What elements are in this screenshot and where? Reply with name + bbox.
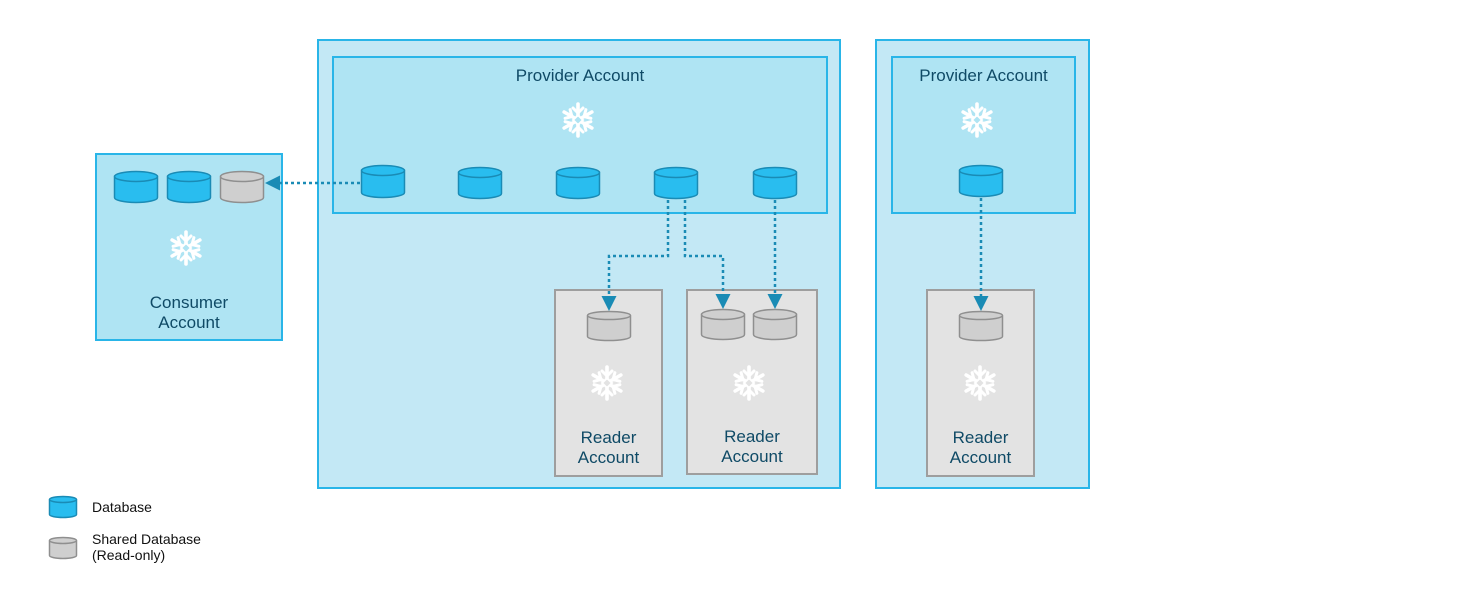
database-icon: [166, 170, 212, 204]
legend-database-label: Database: [92, 499, 152, 515]
database-icon: [113, 170, 159, 204]
shared-database-icon: [700, 308, 746, 341]
provider-account-2-label: Provider Account: [919, 66, 1048, 85]
reader-account-2-label-line1: Reader: [724, 427, 780, 446]
provider-account-1: Provider Account: [332, 56, 828, 214]
provider-account-1-label: Provider Account: [515, 66, 645, 85]
database-icon: [555, 166, 601, 200]
database-icon: [360, 164, 406, 199]
reader-account-3-label-line1: Reader: [952, 428, 1009, 447]
shared-database-icon: [958, 310, 1004, 342]
reader-account-1-label-line1: Reader: [580, 428, 637, 447]
consumer-account-label-line2: Account: [158, 313, 220, 332]
legend-shared-database-icon: [48, 536, 78, 560]
database-icon: [958, 164, 1004, 198]
shared-database-icon: [586, 310, 632, 342]
snowflake-icon: [962, 365, 998, 406]
reader-account-3-label-line2: Account: [949, 448, 1012, 467]
consumer-account-label: Consumer Account: [97, 293, 281, 333]
reader-account-2-label-line2: Account: [721, 447, 783, 466]
reader-account-1-label-line2: Account: [577, 448, 640, 467]
database-icon: [457, 166, 503, 200]
shared-database-icon: [752, 308, 798, 341]
snowflake-icon: [959, 102, 995, 143]
consumer-account-label-line1: Consumer: [149, 293, 229, 312]
snowflake-icon: [731, 365, 767, 406]
reader-account-1-label: Reader Account: [556, 428, 661, 468]
legend-shared-database-label: Shared Database (Read-only): [92, 531, 201, 563]
database-icon: [653, 166, 699, 200]
snowflake-icon: [168, 230, 204, 271]
reader-account-2-label: Reader Account: [688, 427, 816, 467]
snowflake-icon: [589, 365, 625, 406]
legend-database-icon: [48, 495, 78, 519]
database-icon: [752, 166, 798, 200]
snowflake-icon: [560, 102, 596, 143]
reader-account-3-label: Reader Account: [928, 428, 1033, 468]
legend-shared-line2: (Read-only): [92, 547, 166, 563]
legend-shared-line1: Shared Database: [92, 531, 201, 547]
shared-database-icon: [219, 170, 265, 204]
